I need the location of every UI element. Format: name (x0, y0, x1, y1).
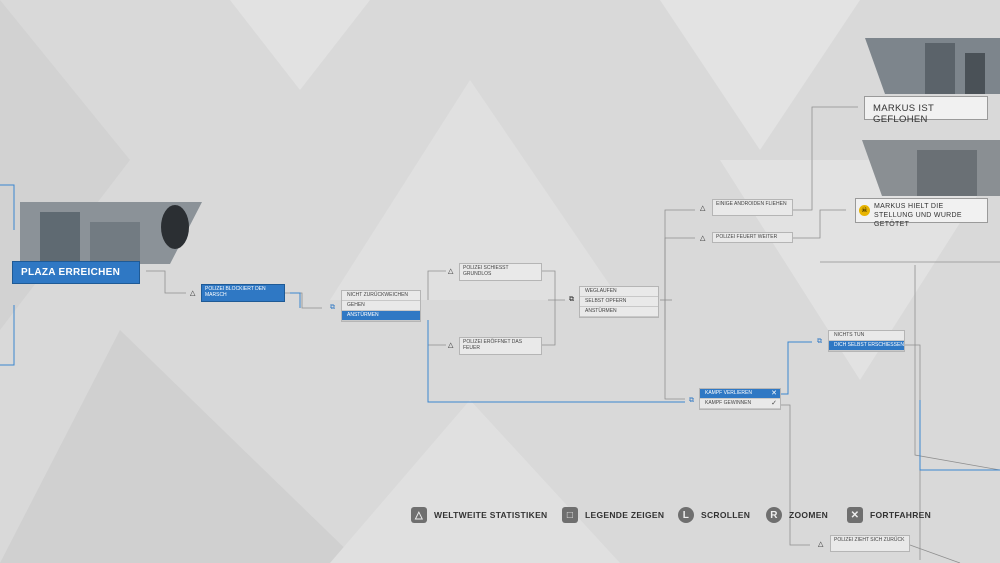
footer-label: ZOOMEN (789, 510, 829, 520)
scene-photo-left (20, 202, 202, 264)
event-polizei-blockiert[interactable]: POLIZEI BLOCKIERT DEN MARSCH (201, 284, 285, 302)
choice-icon: ⧉ (689, 397, 694, 404)
left-stick-icon: L (678, 507, 694, 523)
choice-kampf-gewinnen[interactable]: KAMPF GEWINNEN ✓ (700, 399, 780, 409)
choice-nichts-tun[interactable]: NICHTS TUN (829, 331, 904, 341)
outcome-label: MARKUS HIELT DIE STELLUNG UND WURDE GETÖ… (874, 203, 962, 228)
event-polizei-zieht[interactable]: POLIZEI ZIEHT SICH ZURÜCK (830, 535, 910, 552)
choice-group-3: KAMPF VERLIEREN ✕ KAMPF GEWINNEN ✓ (699, 388, 781, 410)
outcome-label: MARKUS IST GEFLOHEN (873, 103, 934, 125)
event-label: POLIZEI BLOCKIERT DEN MARSCH (205, 286, 266, 298)
event-label: POLIZEI ERÖFFNET DAS FEUER (463, 339, 523, 351)
right-stick-icon: R (766, 507, 782, 523)
choice-group-4: NICHTS TUN DICH SELBST ERSCHIESSEN (828, 330, 905, 352)
choice-icon: ⧉ (330, 304, 335, 311)
footer-label: FORTFAHREN (870, 510, 932, 520)
triangle-icon: △ (448, 342, 454, 349)
choice-anstuermen[interactable]: ANSTÜRMEN (342, 311, 420, 321)
event-label: POLIZEI ZIEHT SICH ZURÜCK (834, 537, 905, 543)
outcome-markus-getoetet[interactable]: ☠ MARKUS HIELT DIE STELLUNG UND WURDE GE… (855, 198, 988, 228)
triangle-icon: △ (700, 205, 706, 212)
choice-group-1: NICHT ZURÜCKWEICHEN GEHEN ANSTÜRMEN (341, 290, 421, 322)
start-node-plaza-erreichen[interactable]: PLAZA ERREICHEN (12, 261, 140, 284)
choice-selbst-opfern[interactable]: SELBST OPFERN (580, 297, 658, 307)
choice-gehen[interactable]: GEHEN (342, 301, 420, 311)
choice-label: KAMPF VERLIEREN (705, 390, 752, 396)
footer-zoomen[interactable]: R ZOOMEN (766, 506, 828, 524)
cross-button-icon: ✕ (847, 507, 863, 523)
choice-kampf-verlieren[interactable]: KAMPF VERLIEREN ✕ (700, 389, 780, 399)
footer-label: SCROLLEN (701, 510, 751, 520)
choice-nicht-zurueckweichen[interactable]: NICHT ZURÜCKWEICHEN (342, 291, 420, 301)
choice-anstuermen-2[interactable]: ANSTÜRMEN (580, 307, 658, 317)
close-icon: ✕ (771, 390, 777, 397)
footer-label: LEGENDE ZEIGEN (585, 510, 665, 520)
event-polizei-feuert[interactable]: POLIZEI FEUERT WEITER (712, 232, 793, 243)
triangle-button-icon: △ (411, 507, 427, 523)
footer-fortfahren[interactable]: ✕ FORTFAHREN (847, 506, 931, 524)
choice-group-2: WEGLAUFEN SELBST OPFERN ANSTÜRMEN (579, 286, 659, 318)
checkmark-icon: ✓ (771, 400, 777, 407)
event-polizei-schiesst[interactable]: POLIZEI SCHIESST GRUNDLOS (459, 263, 542, 281)
footer-weltweite-statistiken[interactable]: △ WELTWEITE STATISTIKEN (411, 506, 547, 524)
square-button-icon: □ (562, 507, 578, 523)
triangle-icon: △ (700, 235, 706, 242)
outcome-markus-geflohen[interactable]: MARKUS IST GEFLOHEN (864, 96, 988, 125)
event-label: EINIGE ANDROIDEN FLIEHEN (716, 201, 787, 207)
skull-icon: ☠ (859, 205, 870, 216)
event-polizei-eroeffnet[interactable]: POLIZEI ERÖFFNET DAS FEUER (459, 337, 542, 355)
footer-scrollen[interactable]: L SCROLLEN (678, 506, 750, 524)
footer-legende-zeigen[interactable]: □ LEGENDE ZEIGEN (562, 506, 664, 524)
scene-photo-middle-right (862, 140, 1000, 196)
event-label: POLIZEI FEUERT WEITER (716, 234, 778, 240)
choice-icon: ⧉ (817, 338, 822, 345)
triangle-icon: △ (190, 290, 196, 297)
choice-icon: ⧉ (569, 296, 574, 303)
triangle-icon: △ (448, 268, 454, 275)
choice-weglaufen[interactable]: WEGLAUFEN (580, 287, 658, 297)
choice-dich-selbst-erschiessen[interactable]: DICH SELBST ERSCHIESSEN (829, 341, 904, 351)
choice-label: KAMPF GEWINNEN (705, 400, 752, 406)
start-node-label: PLAZA ERREICHEN (21, 267, 121, 278)
event-einige-androiden[interactable]: EINIGE ANDROIDEN FLIEHEN (712, 199, 793, 216)
triangle-icon: △ (818, 541, 824, 548)
event-label: POLIZEI SCHIESST GRUNDLOS (463, 265, 509, 277)
scene-photo-top-right (865, 38, 1000, 94)
footer-label: WELTWEITE STATISTIKEN (434, 510, 548, 520)
